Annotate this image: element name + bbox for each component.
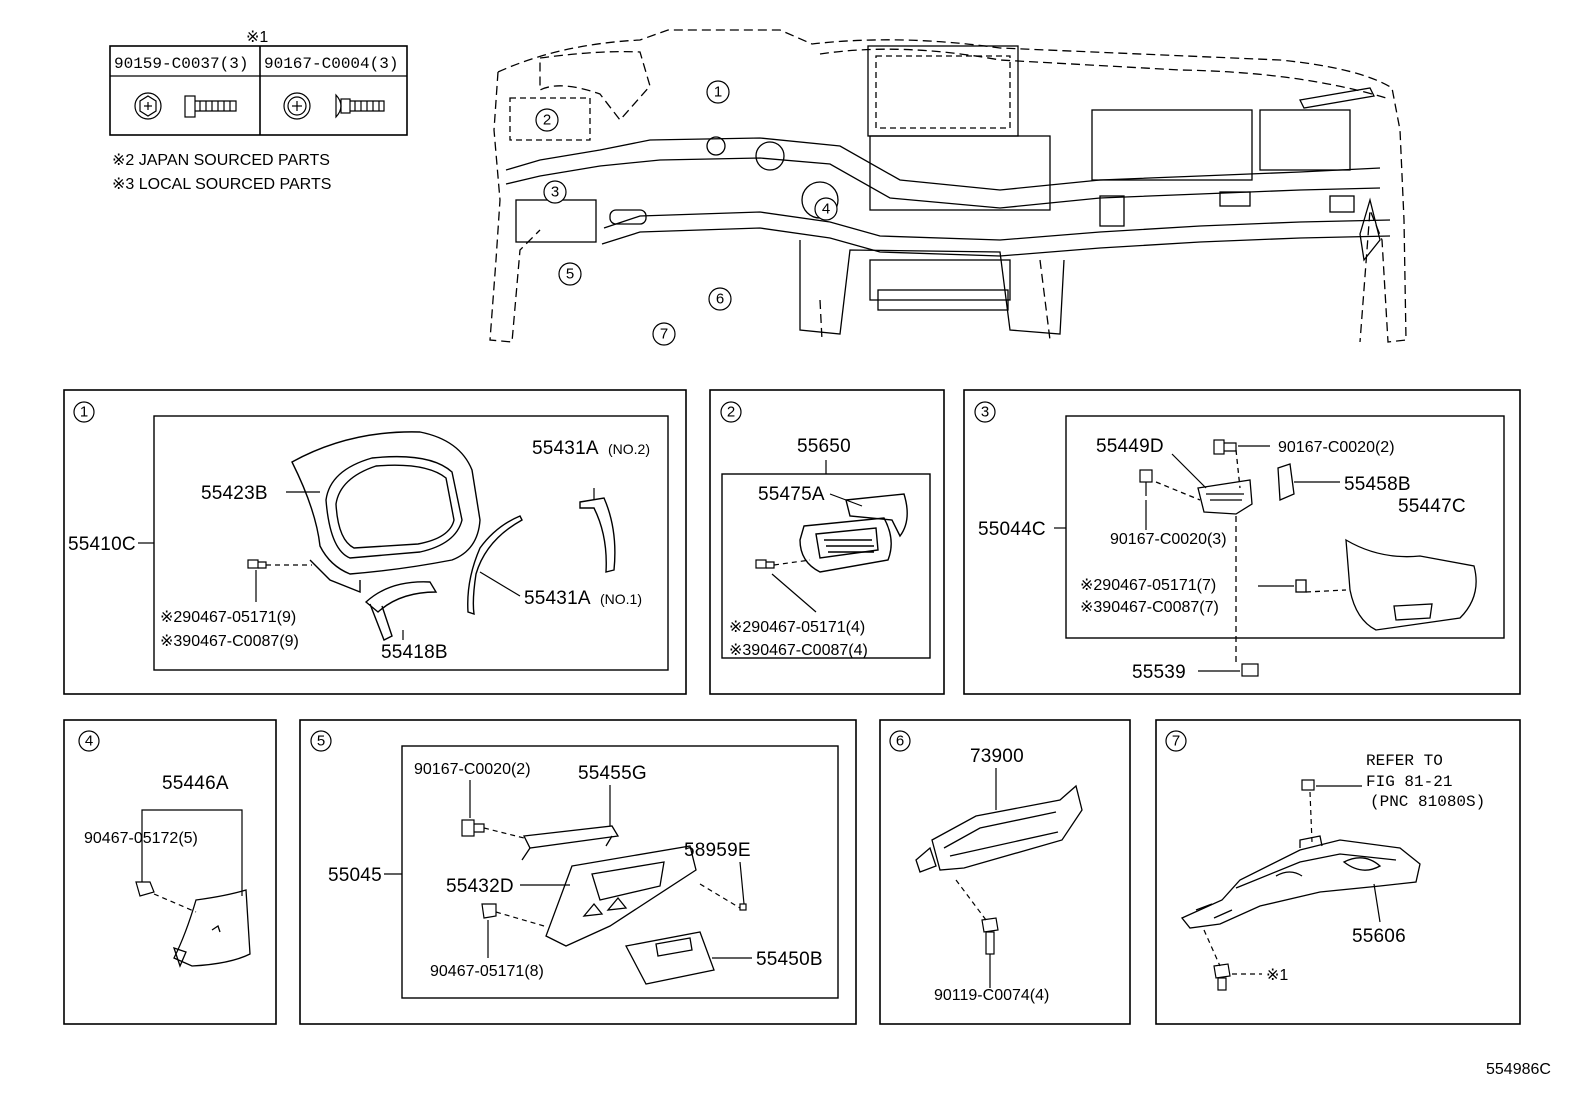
panel-7-reinforcement-label: 55606 <box>1352 926 1406 947</box>
panel-3-assembly-label: 55044C <box>978 519 1046 540</box>
panel-4-cover-label: 55446A <box>162 773 229 794</box>
panel-3-screw-top-label: 90167-C0020(2) <box>1278 439 1395 456</box>
panel-1-trim-no1-label: 55431A <box>524 588 591 609</box>
panel-5-lid-label: 55450B <box>756 949 823 970</box>
panel-3-bracket-right-label: 55458B <box>1344 474 1411 495</box>
panel-1-clip-jp: ※290467-05171(9) <box>160 609 296 626</box>
legend-note-local: ※3 LOCAL SOURCED PARTS <box>112 176 331 193</box>
rail-part <box>521 825 620 861</box>
panel-5-assembly-label: 55045 <box>328 865 382 886</box>
bolt-icon <box>1213 963 1231 991</box>
overview-callouts: 1 2 3 4 5 6 7 <box>535 80 838 346</box>
panel-1-lower-bezel-label: 55418B <box>381 642 448 663</box>
figure-code: 554986C <box>1486 1061 1551 1078</box>
panel-3-screw-mid-label: 90167-C0020(3) <box>1110 531 1227 548</box>
overview-callout-6: 6 <box>716 291 724 308</box>
panel-6-number: 6 <box>896 733 904 750</box>
legend-note-japan: ※2 JAPAN SOURCED PARTS <box>112 152 330 169</box>
meter-hood-part <box>291 431 481 594</box>
knee-cover-part <box>1295 538 1477 631</box>
panel-2: 2 55650 55475A ※290467-05171(4) ※390467-… <box>709 389 945 695</box>
lower-panel-part <box>545 845 697 947</box>
fastener-legend: ※1 90159-C0037(3) 90167-C0004(3) ※2 JAPA… <box>109 29 408 193</box>
screw-icon <box>1139 439 1237 496</box>
panel-5-panel-label: 55432D <box>446 876 514 897</box>
panel-2-clip-local: ※390467-C0087(4) <box>729 642 868 659</box>
module-part <box>915 784 1083 873</box>
instrument-panel-overview <box>489 29 1407 343</box>
overview-callout-4: 4 <box>822 201 830 218</box>
bolt-icon <box>981 917 999 988</box>
overview-callout-3: 3 <box>551 184 559 201</box>
panel-5-clip-label: 90467-05171(8) <box>430 963 544 980</box>
panel-1-assembly-label: 55410C <box>68 534 136 555</box>
panel-2-panel-label: 55475A <box>758 484 825 505</box>
panel-3-bracket-label: 55449D <box>1096 436 1164 457</box>
panel-7-number: 7 <box>1172 733 1180 750</box>
panel-3: 3 55044C 55449D 90167-C0020(2) 55458B 90… <box>963 389 1521 695</box>
panel-7-refer-1: REFER TO <box>1366 752 1443 770</box>
panel-4: 4 55446A 90467-05172(5) <box>63 719 277 1025</box>
legend-marker: ※1 <box>246 29 268 46</box>
flange-screw-icon <box>283 92 385 120</box>
overview-callout-1: 1 <box>714 84 722 101</box>
lid-part <box>625 931 715 985</box>
clip-icon <box>135 881 197 913</box>
panel-6-bolt-label: 90119-C0074(4) <box>934 987 1049 1004</box>
hex-bolt-icon <box>134 92 237 120</box>
bracket-part <box>1155 449 1295 664</box>
panel-2-number: 2 <box>727 404 735 421</box>
panel-2-assembly-label: 55650 <box>797 436 851 457</box>
panel-3-cover-label: 55447C <box>1398 496 1466 517</box>
clip-icon <box>1301 779 1315 791</box>
panel-7: 7 REFER TO FIG 81-21 (PNC 81080S) 55606 … <box>1155 719 1521 1025</box>
panel-1-trim-no2-label: 55431A <box>532 438 599 459</box>
panel-1: 1 55410C 55423B 55418B 55431A (NO.2) 554… <box>63 389 687 695</box>
panel-1-trim-no2-note: (NO.2) <box>608 441 650 457</box>
switch-panel-part <box>799 493 908 573</box>
panel-5-pin-label: 58959E <box>684 840 751 861</box>
panel-6: 6 73900 90119-C0074(4) <box>879 719 1131 1025</box>
overview-callout-2: 2 <box>543 112 551 129</box>
panel-3-clip-jp: ※290467-05171(7) <box>1080 577 1216 594</box>
panel-5: 5 55045 90167-C0020(2) 55455G 58959E 554… <box>299 719 857 1025</box>
screw-icon <box>461 819 525 839</box>
reinforcement-part <box>1180 835 1421 929</box>
panel-1-hood-label: 55423B <box>201 483 268 504</box>
switch-icon <box>1241 663 1259 677</box>
panel-4-number: 4 <box>85 733 93 750</box>
panel-5-number: 5 <box>317 733 325 750</box>
legend-bolt-2: 90167-C0004(3) <box>264 55 398 73</box>
lower-bezel-part <box>364 581 438 641</box>
panel-5-screw-label: 90167-C0020(2) <box>414 761 531 778</box>
panel-1-clip-local: ※390467-C0087(9) <box>160 633 299 650</box>
panel-3-switch-label: 55539 <box>1132 662 1186 683</box>
panel-1-number: 1 <box>80 404 88 421</box>
clip-icon <box>247 559 312 602</box>
clip-icon <box>755 559 817 613</box>
panel-7-refer-3: (PNC 81080S) <box>1370 793 1485 811</box>
panel-1-trim-no1-note: (NO.1) <box>600 591 642 607</box>
legend-bolt-1: 90159-C0037(3) <box>114 55 248 73</box>
panel-6-module-label: 73900 <box>970 746 1024 767</box>
side-cover-part <box>172 889 251 968</box>
panel-2-clip-jp: ※290467-05171(4) <box>729 619 865 636</box>
trim-strip-part <box>467 497 616 616</box>
panel-7-refer-2: FIG 81-21 <box>1366 773 1452 791</box>
panel-5-rail-label: 55455G <box>578 763 647 784</box>
clip-icon <box>481 903 545 958</box>
panel-7-bolt-ref-label: ※1 <box>1266 967 1288 984</box>
overview-callout-5: 5 <box>566 266 574 283</box>
panel-3-number: 3 <box>981 404 989 421</box>
panel-4-clip-label: 90467-05172(5) <box>84 830 198 847</box>
panel-3-clip-local: ※390467-C0087(7) <box>1080 599 1219 616</box>
overview-callout-7: 7 <box>660 326 668 343</box>
